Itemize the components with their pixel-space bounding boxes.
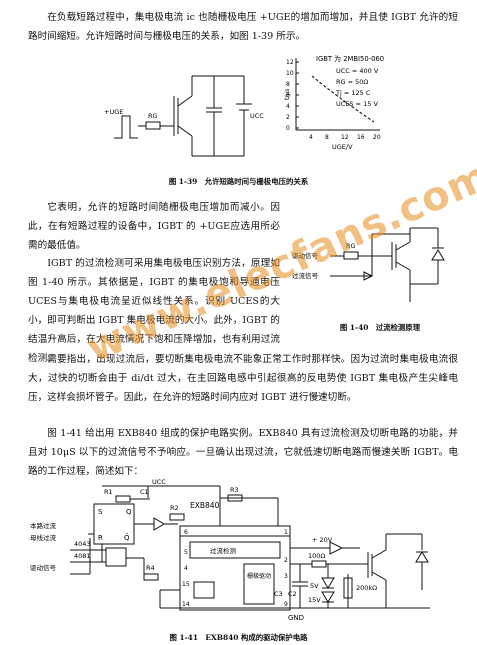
figure-1-39-circuit: RG +UGE UCC [104, 75, 264, 157]
legend-line-4: UCES = 15 V [336, 100, 378, 108]
figure-1-41-circuit: EXB840 过流检测 栅极驱动 UCC GND + 20V 100Ω 200k… [30, 478, 430, 622]
y-tick-label: 2 [286, 114, 290, 121]
x-tick-label: 8 [325, 134, 329, 141]
pin-14: 14 [182, 601, 190, 608]
label-ff-r: R [98, 534, 103, 542]
label-uge: +UGE [104, 108, 123, 116]
axis-ylabel: t/μs [284, 89, 291, 100]
label-c3: C3 [274, 590, 283, 598]
pin-15: 15 [182, 581, 190, 588]
legend-line-1: UCC = 400 V [336, 67, 379, 75]
y-tick-label: 8 [286, 81, 290, 88]
y-tick-label: 12 [286, 59, 294, 66]
label-5v: 5V [310, 582, 319, 590]
label-r3: R3 [230, 486, 239, 494]
x-tick-label: 12 [341, 134, 349, 141]
paragraph-short-circuit: 在负载短路过程中，集电极电流 ic 也随栅极电压 +UGE的增加而增加，并且使 … [28, 12, 458, 42]
y-tick-label: 10 [286, 70, 294, 77]
pin-9: 9 [284, 601, 288, 608]
paragraph-overcurrent-detection: IGBT 的过流检测可采用集电极电压识别方法，原理如图 1-40 所示。其依据是… [28, 258, 280, 364]
label-drive-signal: 驱动信号 [292, 251, 319, 260]
pin-4: 4 [184, 565, 188, 572]
label-drive-signal-141: 驱动信号 [30, 563, 57, 572]
label-ic-4081: 4081 [74, 552, 91, 560]
label-ff-s: S [98, 508, 103, 516]
figure-1-41-caption: 图 1-41 EXB840 构成的驱动保护电路 [169, 633, 308, 642]
x-tick-label: 20 [373, 134, 381, 141]
figure-1-39-caption: 图 1-39 允许短路时间与栅极电压的关系 [168, 177, 309, 186]
label-overcurrent-signal: 过流信号 [292, 271, 319, 280]
label-c1: C1 [140, 488, 149, 496]
label-ucc-141: UCC [152, 478, 166, 486]
label-100ohm: 100Ω [308, 552, 325, 560]
label-drive-block: 栅极驱动 [247, 572, 271, 580]
x-tick-label: 16 [357, 134, 365, 141]
label-ff-q: Q [126, 508, 132, 516]
label-exb840: EXB840 [190, 501, 220, 510]
label-200kohm: 200kΩ [356, 584, 377, 592]
legend-line-2: RG = 50Ω [336, 78, 368, 86]
label-rg: RG [148, 112, 158, 120]
label-plus20v: + 20V [312, 536, 333, 544]
y-tick-label: 0 [286, 125, 290, 132]
label-ff-qn: Q̄ [124, 533, 130, 542]
pin-5: 5 [184, 549, 188, 556]
legend-line-3: Tj = 125 C [335, 89, 371, 97]
figure-1-40-caption: 图 1-40 过流检测原理 [339, 323, 421, 332]
paragraph-slow-turnoff: 需要指出，出现过流后，要切断集电极电流不能象正常工作时那样快。因为过流时集电极电… [28, 354, 458, 403]
x-tick-label: 4 [309, 134, 313, 141]
label-15v: 15V [308, 596, 321, 604]
legend-title: IGBT 为 2MBI50-060 [316, 54, 384, 63]
label-r1: R1 [104, 488, 113, 496]
label-ic-4043: 4043 [74, 540, 91, 548]
label-r2: R2 [170, 504, 179, 512]
label-gnd: GND [288, 614, 304, 622]
label-r4: R4 [146, 564, 155, 572]
pin-1: 1 [284, 529, 288, 536]
label-bus-overcurrent: 母线过流 [30, 533, 57, 542]
axis-xlabel: UGE/V [332, 143, 353, 151]
label-c2: C2 [288, 590, 297, 598]
pin-6: 6 [184, 529, 188, 536]
y-tick-label: 6 [286, 92, 290, 99]
label-rg-140: RG [346, 242, 356, 250]
paragraph-conclusion: 它表明，允许的短路时间随栅极电压增加而减小。因此，在有短路过程的设备中，IGBT… [28, 202, 280, 251]
curve-short-circuit-time [311, 75, 375, 123]
label-detect-block: 过流检测 [210, 546, 237, 555]
label-local-overcurrent: 本路过流 [30, 521, 57, 530]
paragraph-exb840-intro: 图 1-41 给出用 EXB840 组成的保护电路实例。EXB840 具有过流检… [28, 428, 458, 477]
pin-3: 3 [284, 573, 288, 580]
label-ucc: UCC [250, 112, 264, 120]
pin-2: 2 [284, 557, 288, 564]
y-tick-label: 4 [286, 103, 290, 110]
figure-1-40-circuit: 驱动信号 过流信号 RG [292, 227, 445, 302]
